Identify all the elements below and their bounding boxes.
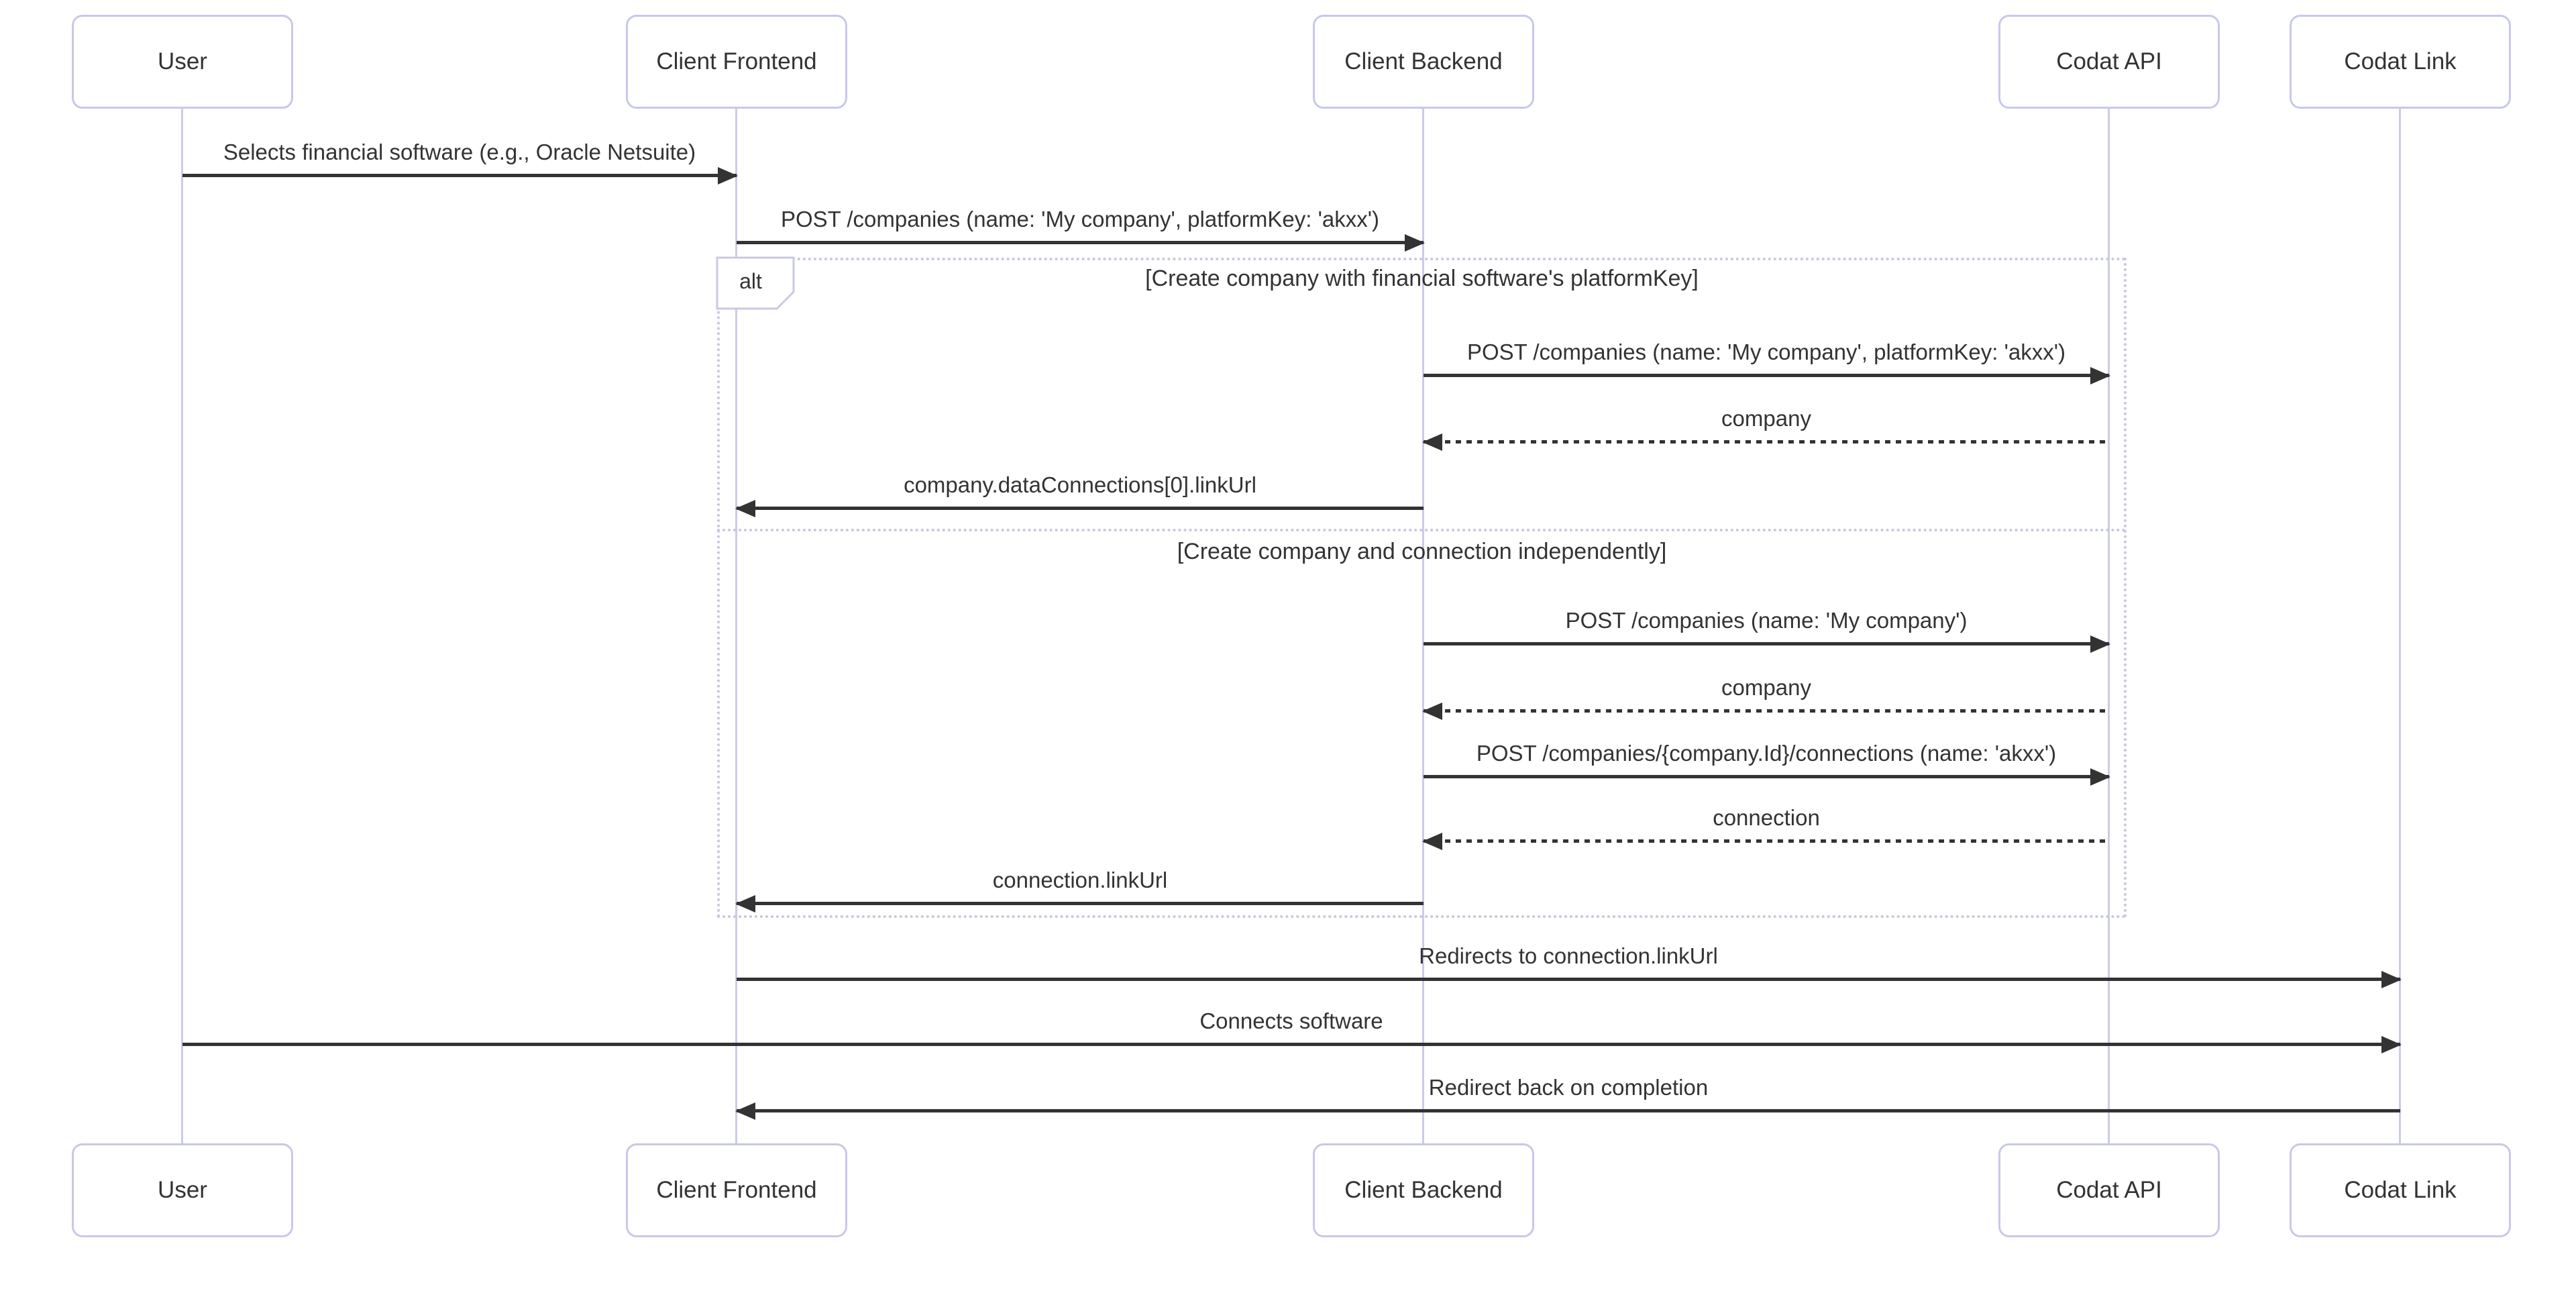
participant-label: Codat Link xyxy=(2344,1177,2457,1203)
message-line xyxy=(1424,839,2109,843)
message-line xyxy=(1424,440,2109,444)
message-label: connection xyxy=(1713,805,1820,830)
arrowhead-left-icon xyxy=(1422,832,1442,850)
message-line xyxy=(737,902,1424,905)
message-post-companies-platformkey: POST /companies (name: 'My company', pla… xyxy=(1424,340,2110,384)
message-company-response-1: company xyxy=(1422,406,2109,451)
message-label: POST /companies (name: 'My company', pla… xyxy=(780,207,1380,231)
message-label: POST /companies (name: 'My company') xyxy=(1565,608,1968,633)
arrowhead-right-icon xyxy=(2090,768,2110,786)
arrowhead-right-icon xyxy=(2381,970,2402,988)
message-line xyxy=(1424,775,2109,778)
arrowhead-left-icon xyxy=(735,894,755,913)
participant-codat-api-top: Codat API xyxy=(1998,15,2220,109)
lifeline-client-backend xyxy=(1422,109,1424,1143)
message-line xyxy=(182,1043,2400,1046)
message-connection-linkurl: connection.linkUrl xyxy=(735,868,1424,913)
arrowhead-left-icon xyxy=(735,499,755,517)
message-label: company.dataConnections[0].linkUrl xyxy=(904,472,1256,497)
arrowhead-right-icon xyxy=(2381,1035,2402,1053)
alt-condition-2: [Create company and connection independe… xyxy=(1177,539,1667,564)
participant-client-backend-bottom: Client Backend xyxy=(1313,1143,1534,1237)
lifeline-client-frontend xyxy=(735,109,737,1143)
participant-client-frontend-bottom: Client Frontend xyxy=(626,1143,847,1237)
participant-label: Client Frontend xyxy=(656,48,817,74)
message-connects-software: Connects software xyxy=(182,1008,2402,1053)
message-label: Redirects to connection.linkUrl xyxy=(1419,943,1718,968)
arrowhead-right-icon xyxy=(718,166,738,185)
alt-condition-1: [Create company with financial software'… xyxy=(1145,266,1699,291)
message-line xyxy=(737,507,1424,510)
participant-codat-api-bottom: Codat API xyxy=(1998,1143,2220,1237)
arrowhead-right-icon xyxy=(2090,635,2110,653)
lifeline-codat-api xyxy=(2108,109,2110,1143)
participant-client-frontend-top: Client Frontend xyxy=(626,15,847,109)
participant-label: Client Backend xyxy=(1344,1177,1503,1203)
participant-label: User xyxy=(158,48,207,74)
message-dataconnections-linkurl: company.dataConnections[0].linkUrl xyxy=(735,472,1424,517)
participant-client-backend-top: Client Backend xyxy=(1313,15,1534,109)
message-line xyxy=(1424,642,2109,645)
participant-label: Client Backend xyxy=(1344,48,1503,74)
participant-codat-link-bottom: Codat Link xyxy=(2290,1143,2511,1237)
message-line xyxy=(1424,374,2109,377)
participant-label: Codat API xyxy=(2056,48,2162,74)
arrowhead-left-icon xyxy=(1422,433,1442,451)
message-label: POST /companies (name: 'My company', pla… xyxy=(1466,340,2066,364)
message-post-connections: POST /companies/{company.Id}/connections… xyxy=(1424,741,2110,786)
alt-operator-label: alt xyxy=(739,268,762,293)
arrowhead-left-icon xyxy=(735,1102,755,1120)
message-line xyxy=(1424,709,2109,713)
message-line xyxy=(737,978,2400,981)
message-label: Connects software xyxy=(1199,1008,1383,1033)
message-label: company xyxy=(1721,406,1811,431)
message-selects-financial-software: Selects financial software (e.g., Oracle… xyxy=(182,140,738,185)
message-line xyxy=(182,174,737,177)
participant-user-top: User xyxy=(72,15,293,109)
alt-divider xyxy=(717,529,2127,531)
message-label: Redirect back on completion xyxy=(1428,1075,1709,1100)
arrowhead-left-icon xyxy=(1422,702,1442,720)
message-line xyxy=(737,1109,2400,1112)
message-redirect-back: Redirect back on completion xyxy=(735,1075,2400,1120)
message-label: Selects financial software (e.g., Oracle… xyxy=(223,140,696,164)
lifeline-user xyxy=(181,109,183,1143)
message-post-companies-frontend: POST /companies (name: 'My company', pla… xyxy=(737,207,1425,252)
participant-label: Client Frontend xyxy=(656,1177,817,1203)
message-line xyxy=(737,241,1424,244)
participant-codat-link-top: Codat Link xyxy=(2290,15,2511,109)
message-connection-response: connection xyxy=(1422,805,2109,850)
message-company-response-2: company xyxy=(1422,675,2109,720)
message-redirects-to-linkurl: Redirects to connection.linkUrl xyxy=(737,943,2402,988)
arrowhead-right-icon xyxy=(2090,366,2110,384)
message-label: company xyxy=(1721,675,1811,700)
lifeline-codat-link xyxy=(2399,109,2401,1143)
participant-label: User xyxy=(158,1177,207,1203)
message-post-companies: POST /companies (name: 'My company') xyxy=(1424,608,2110,653)
participant-user-bottom: User xyxy=(72,1143,293,1237)
participant-label: Codat API xyxy=(2056,1177,2162,1203)
message-label: POST /companies/{company.Id}/connections… xyxy=(1476,741,2057,766)
participant-label: Codat Link xyxy=(2344,48,2457,74)
alt-frame xyxy=(717,258,2127,918)
alt-operator-badge xyxy=(716,256,795,310)
arrowhead-right-icon xyxy=(1405,233,1425,252)
message-label: connection.linkUrl xyxy=(992,868,1168,892)
